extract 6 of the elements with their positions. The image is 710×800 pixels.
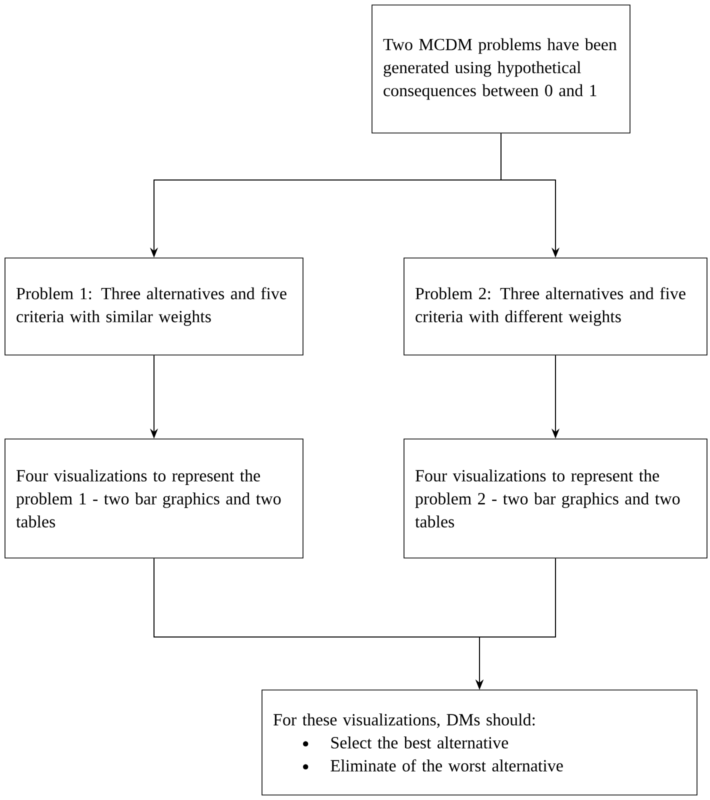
process-box: Two MCDM problems have been generated using hypothetical consequences between 0 and 1: [372, 4, 630, 134]
process-box: For these visualizations, DMs should: Select the best alternative Eliminate of the worst alternative: [262, 690, 698, 796]
process-box: Four visualizations to represent the problem 1 - two bar graphics and two tables: [4, 438, 304, 558]
process-box: Problem 2: Three alternatives and five criteria with different weights: [404, 258, 708, 356]
process-box: Problem 1: Three alternatives and five criteria with similar weights: [4, 258, 304, 356]
process-box: Four visualizations to represent the problem 2 - two bar graphics and two tables: [404, 438, 708, 558]
